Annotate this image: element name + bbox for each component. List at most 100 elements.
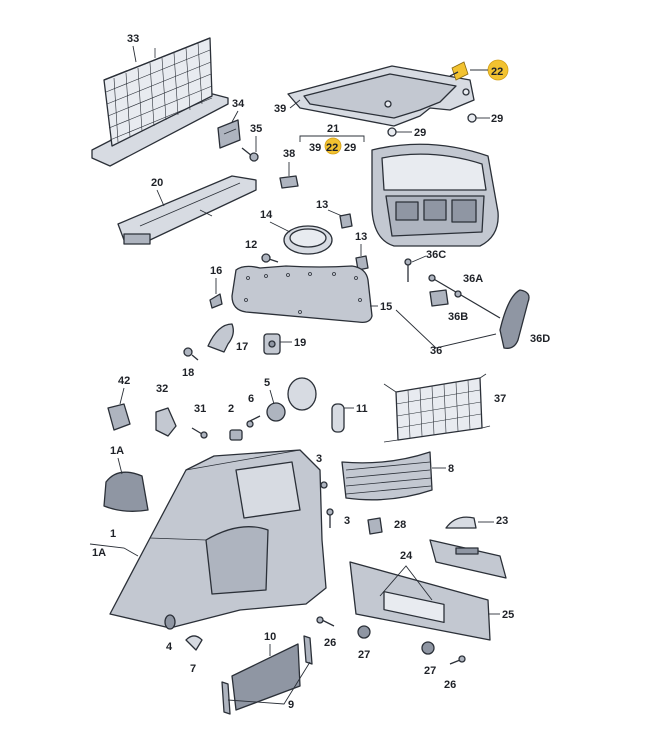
part-2-cap <box>229 429 243 441</box>
part-36c-bolt <box>404 258 412 282</box>
label-25: 25 <box>502 609 514 621</box>
label-38: 38 <box>283 148 295 160</box>
label-12: 12 <box>245 239 257 251</box>
part-38-clip <box>279 175 299 189</box>
label-19: 19 <box>294 337 306 349</box>
label-3b: 3 <box>344 515 350 527</box>
part-1-side-trim <box>109 449 327 629</box>
part-12-screw <box>261 253 279 263</box>
part-32-hook <box>155 407 177 437</box>
label-29a: 29 <box>414 127 426 139</box>
part-26-screw-a <box>316 616 335 627</box>
part-22-stud <box>449 61 469 81</box>
label-32: 32 <box>156 383 168 395</box>
label-3a: 3 <box>316 453 322 465</box>
tailgate-frame <box>371 143 499 247</box>
part-9-strips <box>221 635 313 715</box>
part-21-parcel-shelf <box>287 65 475 127</box>
label-37: 37 <box>494 393 506 405</box>
label-15: 15 <box>380 301 392 313</box>
label-36b: 36B <box>448 311 468 323</box>
part-36d-cover <box>499 289 530 349</box>
part-33-partition-net <box>91 37 229 167</box>
part-7-clip <box>185 635 203 651</box>
part-17-handle <box>207 323 234 353</box>
part-6-screw <box>246 415 261 428</box>
label-29c: 29 <box>344 142 356 154</box>
label-26a: 26 <box>324 637 336 649</box>
part-19-switch <box>263 333 281 355</box>
label-42: 42 <box>118 375 130 387</box>
label-33: 33 <box>127 33 139 45</box>
label-14: 14 <box>260 209 273 221</box>
part-27-nut-b <box>421 641 435 655</box>
part-cover-disc <box>287 377 317 411</box>
label-11: 11 <box>356 403 368 415</box>
label-35: 35 <box>250 123 262 135</box>
label-8: 8 <box>448 463 454 475</box>
part-13-clip-b <box>355 255 369 271</box>
label-16: 16 <box>210 265 222 277</box>
part-35-screw <box>241 147 259 162</box>
label-6: 6 <box>248 393 254 405</box>
part-5-knob <box>266 402 286 422</box>
part-36a-rod <box>428 274 501 319</box>
part-18-screw <box>183 347 199 361</box>
part-20-luggage-cover <box>117 175 257 245</box>
label-17: 17 <box>236 341 248 353</box>
label-1a: 1A <box>110 445 124 457</box>
part-28-clip <box>367 517 383 535</box>
label-31: 31 <box>194 403 206 415</box>
label-24: 24 <box>400 550 413 562</box>
part-26-screw-b <box>449 655 466 665</box>
part-1a-cover <box>103 471 149 512</box>
label-36: 36 <box>430 345 442 357</box>
part-15-tailgate-trim <box>231 265 373 324</box>
label-13b: 13 <box>355 231 367 243</box>
part-25-rear-panel <box>349 561 491 641</box>
part-36b-bracket <box>429 289 449 307</box>
label-7: 7 <box>190 663 196 675</box>
part-14-lamp <box>283 225 333 255</box>
label-22a: 22 <box>491 66 503 78</box>
part-13-clip-a <box>339 213 353 229</box>
part-42-bracket <box>107 403 131 431</box>
label-1a2: 1A <box>92 547 106 559</box>
label-36a: 36A <box>463 273 483 285</box>
label-39a: 39 <box>274 103 286 115</box>
label-36d: 36D <box>530 333 550 345</box>
label-20: 20 <box>151 177 163 189</box>
label-5: 5 <box>264 377 270 389</box>
label-26b: 26 <box>444 679 456 691</box>
label-2: 2 <box>228 403 234 415</box>
label-1: 1 <box>110 528 116 540</box>
part-8-mat <box>341 451 433 501</box>
label-36c: 36C <box>426 249 446 261</box>
part-10-cover-panel <box>231 643 301 711</box>
label-34: 34 <box>232 98 245 110</box>
part-27-nut-a <box>357 625 371 639</box>
label-29b: 29 <box>491 113 503 125</box>
part-4-plug <box>164 614 176 630</box>
label-27b: 27 <box>424 665 436 677</box>
part-23-cap <box>445 516 477 529</box>
label-9: 9 <box>288 699 294 711</box>
label-27a: 27 <box>358 649 370 661</box>
label-10: 10 <box>264 631 276 643</box>
label-13a: 13 <box>316 199 328 211</box>
label-4: 4 <box>166 641 173 653</box>
label-22b-highlight <box>324 137 342 155</box>
label-21: 21 <box>327 123 339 135</box>
part-11-light <box>331 403 345 433</box>
part-29-cap-b <box>467 113 477 123</box>
part-29-cap-a <box>387 127 397 137</box>
part-34-clip <box>217 119 241 149</box>
part-37-cargo-net <box>383 373 491 443</box>
part-sill-strip <box>429 539 507 579</box>
part-3-screw-b <box>326 508 334 528</box>
part-31-screw <box>191 427 208 439</box>
label-22b: 22 <box>326 142 338 154</box>
part-16-bumper <box>209 293 223 309</box>
